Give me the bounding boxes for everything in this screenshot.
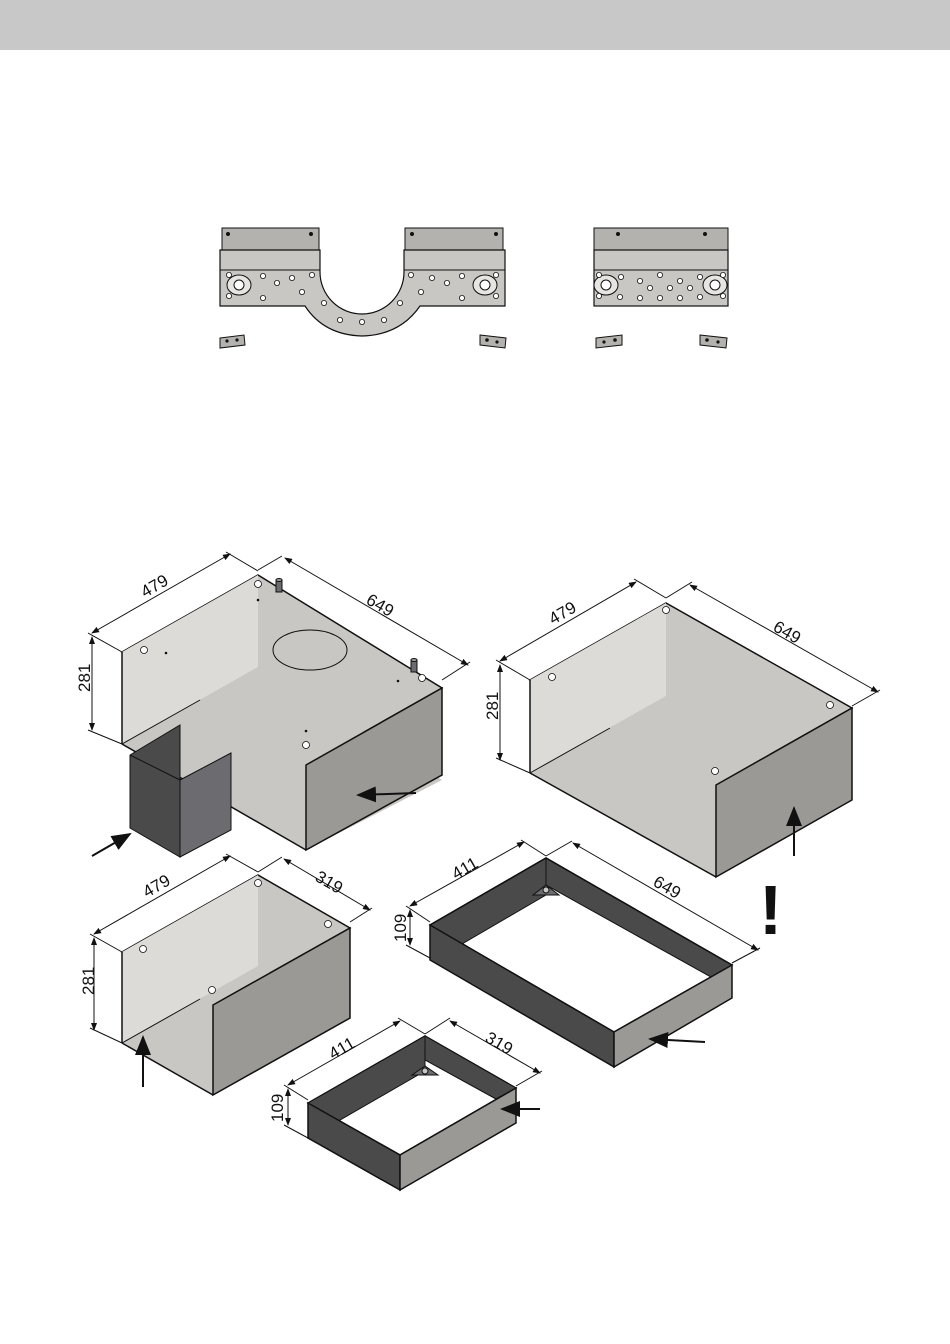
- small-box-depth-label: 479: [140, 871, 174, 902]
- small-frame-height-label: 109: [268, 1094, 287, 1122]
- clip-2: [480, 335, 506, 348]
- large-box-open-width-label: 649: [770, 617, 804, 648]
- large-box-open-depth-label: 479: [546, 598, 580, 629]
- large-box-open: [530, 603, 852, 877]
- bracket-straight: [594, 228, 728, 306]
- clip-4: [700, 335, 727, 348]
- small-box: [122, 875, 350, 1095]
- small-frame-width-label: 319: [482, 1028, 516, 1059]
- arrow-icon: [92, 834, 130, 856]
- large-box-height-label: 281: [75, 664, 94, 692]
- small-frame-depth-label: 411: [326, 1033, 359, 1063]
- large-box-depth-label: 479: [138, 571, 172, 602]
- large-frame-height-label: 109: [391, 914, 410, 942]
- large-box-width-label: 649: [363, 590, 397, 621]
- bracket-with-cutout: [220, 228, 505, 336]
- large-frame-depth-label: 411: [449, 853, 482, 883]
- clip-3: [596, 335, 622, 348]
- large-box-open-height-label: 281: [483, 692, 502, 720]
- warning-mark: !: [759, 871, 782, 949]
- clip-1: [220, 335, 245, 348]
- large-frame-width-label: 649: [650, 872, 684, 903]
- small-box-height-label: 281: [79, 967, 98, 995]
